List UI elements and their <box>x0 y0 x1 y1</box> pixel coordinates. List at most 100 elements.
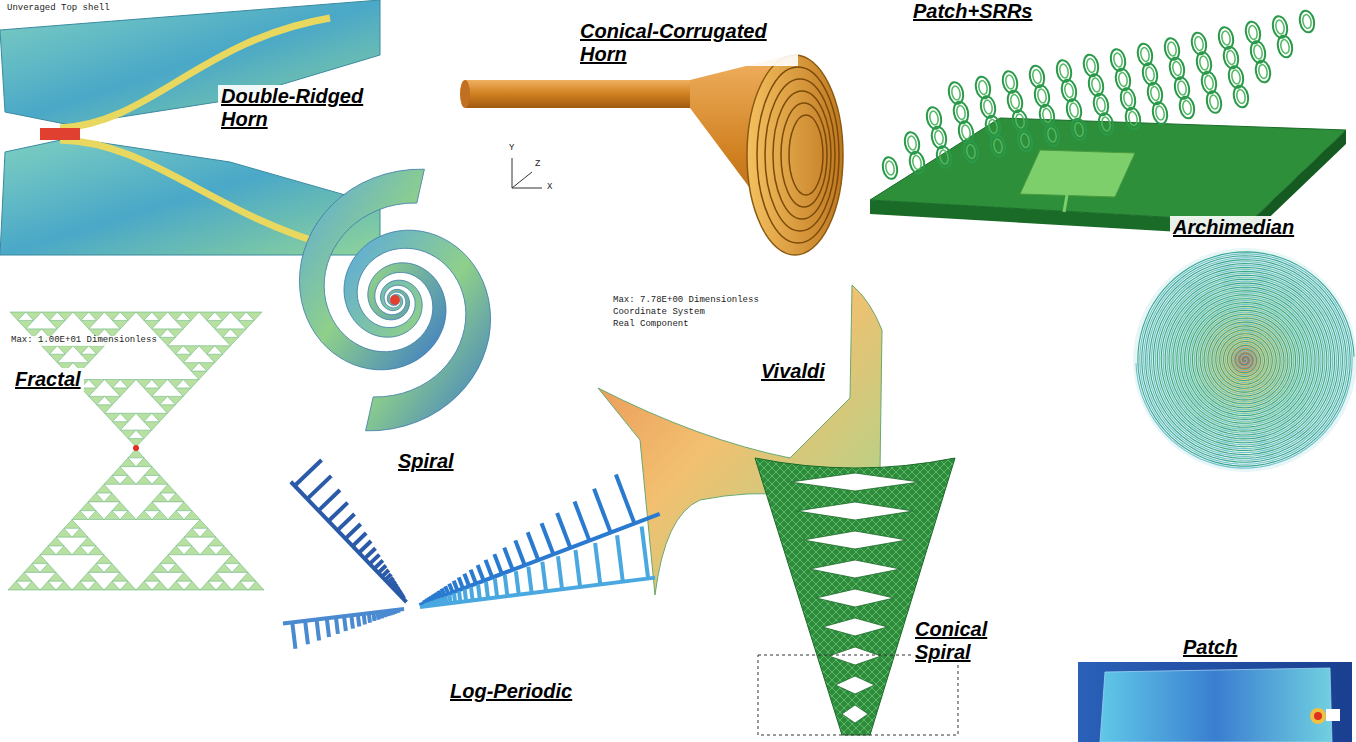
fractal-cell <box>120 475 136 484</box>
dipole-tooth <box>616 475 635 524</box>
feed-hotspot <box>1310 708 1326 724</box>
fractal-cell <box>168 581 184 590</box>
dipole-tooth <box>344 616 346 631</box>
srr-ring <box>1055 59 1073 83</box>
srr-ring <box>1123 91 1134 106</box>
fractal-cell <box>207 354 223 362</box>
antenna-label: Conical-Corrugated Horn <box>577 20 798 66</box>
fractal-cell <box>175 354 191 362</box>
dipole-tooth <box>370 555 380 564</box>
fractal-cell <box>120 312 136 320</box>
srr-ring <box>1037 88 1048 103</box>
viewer-note: Real Component <box>612 320 690 330</box>
dipole-tooth <box>353 533 367 546</box>
srr-ring <box>1302 14 1313 29</box>
dipole-tooth <box>528 567 531 593</box>
srr-ring <box>1280 39 1291 54</box>
fractal-cell <box>88 564 104 573</box>
dipole-tooth <box>394 610 398 613</box>
fractal-cell <box>215 329 231 337</box>
dipole-tooth <box>429 601 434 605</box>
fractal-cell <box>176 537 192 546</box>
fractal-cell <box>32 555 48 564</box>
srr-ring <box>1010 94 1021 109</box>
fractal-cell <box>136 511 152 520</box>
viewer-note: Max: 7.78E+00 Dimensionless <box>612 296 760 306</box>
waveguide-end <box>460 80 470 108</box>
fractal-cell <box>152 312 168 320</box>
srr-ring <box>1190 31 1208 55</box>
fractal-cell <box>48 572 64 581</box>
fractal-cell <box>160 484 176 493</box>
fractal-cell <box>152 475 168 484</box>
dipole-tooth <box>575 550 580 587</box>
srr-ring <box>1140 47 1151 62</box>
fractal-cell <box>80 502 96 511</box>
srr-ring <box>1298 9 1316 33</box>
dipole-tooth <box>478 585 480 600</box>
fractal-cell <box>136 380 152 388</box>
srr-ring <box>1253 44 1264 59</box>
dipole-tooth <box>317 619 320 640</box>
srr-ring <box>1118 72 1129 87</box>
fractal-cell <box>152 511 168 520</box>
fractal-cell <box>105 312 121 320</box>
fractal-cell <box>144 572 160 581</box>
fractal-cell <box>184 511 200 520</box>
srr-ring <box>1020 133 1031 148</box>
dipole-tooth <box>345 524 360 539</box>
dipole-tooth <box>465 589 466 601</box>
dipole-tooth <box>307 476 331 499</box>
dipole-tooth <box>515 540 524 565</box>
fractal-cell <box>40 546 56 555</box>
patch <box>1100 668 1332 742</box>
srr-ring <box>912 155 923 170</box>
antenna-label: Vivaldi <box>758 360 828 383</box>
dipole-tooth <box>542 523 554 554</box>
fractal-cell <box>231 329 247 337</box>
dipole-tooth <box>557 513 570 548</box>
fractal-cell <box>168 511 184 520</box>
dipole-tooth <box>504 548 512 570</box>
fractal-cell <box>120 458 136 467</box>
srr-ring <box>1231 69 1242 84</box>
dipole-tooth <box>595 543 600 584</box>
fractal-cell <box>216 581 232 590</box>
srr-ring <box>1032 69 1043 84</box>
fractal-cell <box>200 546 216 555</box>
axes <box>512 158 542 188</box>
fractal-cell <box>42 346 58 354</box>
fractal-cell <box>40 581 56 590</box>
fractal-cell <box>56 581 72 590</box>
fractal-cell <box>64 520 80 529</box>
fractal-cell <box>88 581 104 590</box>
antenna-label: Archimedian <box>1170 216 1297 239</box>
dipole-tooth <box>516 571 519 595</box>
srr-ring <box>1155 105 1166 120</box>
fractal-cell <box>168 312 184 320</box>
fractal-cell <box>160 555 176 564</box>
fractal-cell <box>16 572 32 581</box>
fractal-cell <box>112 467 128 476</box>
dipole-tooth <box>336 617 338 634</box>
antenna-label: Conical Spiral <box>912 618 1008 664</box>
fractal-cell <box>231 312 247 320</box>
fractal-cell <box>136 430 152 438</box>
fractal-cell <box>160 405 176 413</box>
srr-ring <box>1199 55 1210 70</box>
srr-ring <box>1101 116 1112 131</box>
dipole-tooth <box>495 579 497 598</box>
srr-ring <box>907 135 918 150</box>
fractal-cell <box>200 581 216 590</box>
fractal-cell <box>80 572 96 581</box>
fractal-cell <box>152 581 168 590</box>
fractal-cell <box>184 581 200 590</box>
spiral-arm <box>1136 254 1352 468</box>
axis-label: Y <box>508 144 515 154</box>
cone-gap <box>797 502 913 520</box>
fractal-cell <box>240 572 256 581</box>
fractal-cell <box>26 312 42 320</box>
srr-ring <box>1064 83 1075 98</box>
fractal-cell <box>136 581 152 590</box>
dipole-tooth <box>369 613 370 622</box>
